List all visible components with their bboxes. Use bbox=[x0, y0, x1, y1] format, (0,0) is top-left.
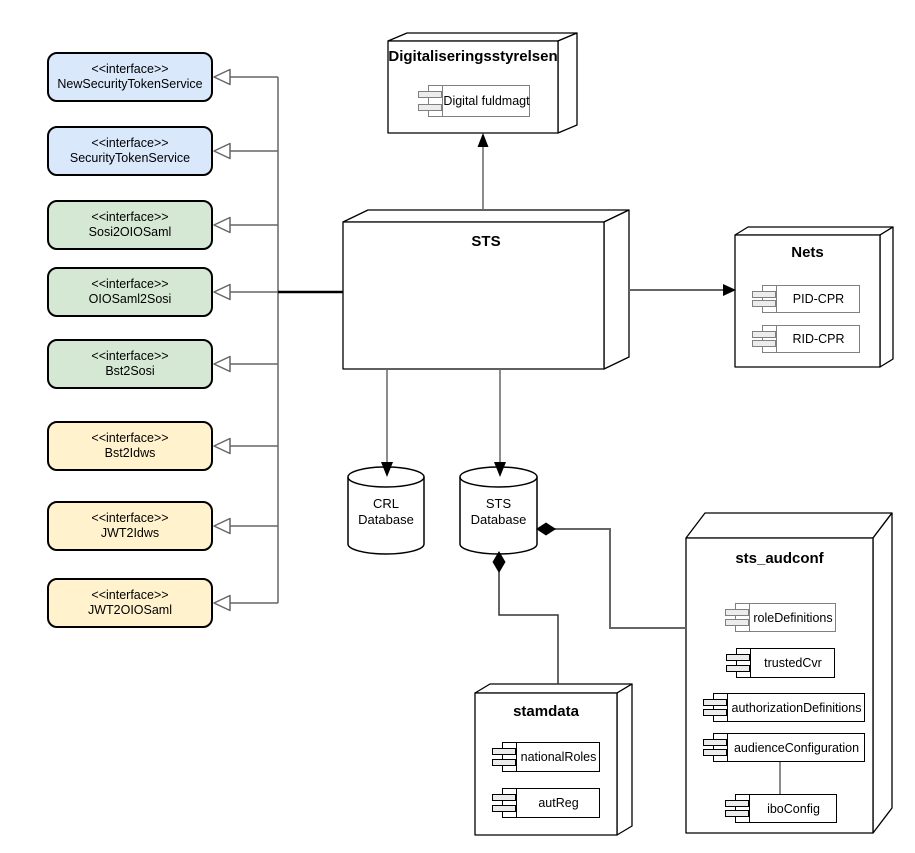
stereotype-label: <<interface>> bbox=[91, 210, 169, 224]
triangle-bst2idws bbox=[213, 437, 231, 455]
interface-newsecuritytokenservice: <<interface>> NewSecurityTokenService bbox=[47, 52, 213, 102]
composition-diamond-sts-audconf bbox=[536, 522, 556, 536]
interface-name: OIOSaml2Sosi bbox=[88, 292, 172, 306]
interface-bst2idws: <<interface>> Bst2Idws bbox=[47, 421, 213, 471]
node-title-stamdata: stamdata bbox=[513, 703, 579, 720]
stereotype-label: <<interface>> bbox=[91, 277, 169, 291]
component-pid-cpr: PID-CPR bbox=[752, 285, 860, 313]
component-audienceconfiguration: audienceConfiguration bbox=[703, 733, 865, 762]
arrowhead-crl-database bbox=[381, 462, 393, 477]
stereotype-label: <<interface>> bbox=[91, 588, 169, 602]
stereotype-label: <<interface>> bbox=[91, 62, 169, 76]
arrowhead-nets bbox=[723, 284, 736, 296]
triangle-bst2sosi bbox=[213, 355, 231, 373]
component-roledefinitions: roleDefinitions bbox=[725, 603, 836, 632]
interface-sosi2oiosaml: <<interface>> Sosi2OIOSaml bbox=[47, 200, 213, 250]
component-icon bbox=[727, 734, 728, 761]
composition-diamond-stamdata bbox=[492, 551, 506, 573]
interface-jwt2oiosaml: <<interface>> JWT2OIOSaml bbox=[47, 578, 213, 628]
interface-oiosaml2sosi: <<interface>> OIOSaml2Sosi bbox=[47, 267, 213, 317]
interface-name: Bst2Idws bbox=[104, 446, 156, 460]
triangle-oiosaml2sosi bbox=[213, 283, 231, 301]
interface-securitytokenservice: <<interface>> SecurityTokenService bbox=[47, 126, 213, 176]
realization-triangles bbox=[213, 68, 231, 612]
sts-database-to-stamdata-line bbox=[498, 566, 559, 684]
node-sts-shape bbox=[342, 209, 630, 370]
component-icon bbox=[516, 789, 517, 817]
component-nationalroles: nationalRoles bbox=[492, 742, 600, 772]
component-icon bbox=[442, 86, 443, 116]
triangle-newsecuritytokenservice bbox=[213, 68, 231, 86]
interface-jwt2idws: <<interface>> JWT2Idws bbox=[47, 501, 213, 551]
node-title-nets: Nets bbox=[791, 244, 824, 261]
node-title-sts-audconf: sts_audconf bbox=[735, 550, 824, 567]
stereotype-label: <<interface>> bbox=[91, 136, 169, 150]
component-authorizationdefinitions: authorizationDefinitions bbox=[703, 693, 865, 722]
component-icon bbox=[516, 743, 517, 771]
component-trustedcvr: trustedCvr bbox=[726, 648, 835, 678]
interface-name: SecurityTokenService bbox=[69, 151, 191, 165]
interface-name: Bst2Sosi bbox=[105, 364, 155, 378]
node-title-digitaliseringsstyrelsen: Digitaliseringsstyrelsen bbox=[388, 48, 558, 65]
interface-name: Sosi2OIOSaml bbox=[88, 225, 172, 239]
component-digital-fuldmagt: Digital fuldmagt bbox=[418, 85, 530, 117]
interface-name: JWT2Idws bbox=[100, 526, 160, 540]
component-icon bbox=[776, 286, 777, 312]
component-icon bbox=[750, 649, 751, 677]
component-icon bbox=[749, 604, 750, 631]
crl-database-label: CRL Database bbox=[358, 496, 414, 527]
component-rid-cpr: RID-CPR bbox=[752, 325, 860, 353]
stereotype-label: <<interface>> bbox=[91, 431, 169, 445]
sts-database-to-sts-audconf-line bbox=[550, 528, 686, 629]
triangle-jwt2oiosaml bbox=[213, 594, 231, 612]
interface-bus bbox=[230, 76, 279, 604]
component-iboconfig: iboConfig bbox=[725, 794, 837, 823]
arrowhead-digitaliseringsstyrelsen bbox=[477, 133, 489, 147]
component-icon bbox=[749, 795, 750, 822]
stereotype-label: <<interface>> bbox=[91, 349, 169, 363]
triangle-jwt2idws bbox=[213, 517, 231, 535]
component-autreg: autReg bbox=[492, 788, 600, 818]
interface-name: NewSecurityTokenService bbox=[57, 77, 203, 91]
stereotype-label: <<interface>> bbox=[91, 511, 169, 525]
crl-database-cylinder bbox=[347, 466, 425, 555]
component-icon bbox=[727, 694, 728, 721]
sts-database-label: STS Database bbox=[470, 496, 527, 527]
component-icon bbox=[776, 326, 777, 352]
arrowhead-sts-database bbox=[494, 462, 506, 477]
node-title-sts: STS bbox=[471, 233, 501, 250]
triangle-sosi2oiosaml bbox=[213, 216, 231, 234]
interface-bst2sosi: <<interface>> Bst2Sosi bbox=[47, 339, 213, 389]
interface-name: JWT2OIOSaml bbox=[87, 603, 173, 617]
triangle-securitytokenservice bbox=[213, 142, 231, 160]
